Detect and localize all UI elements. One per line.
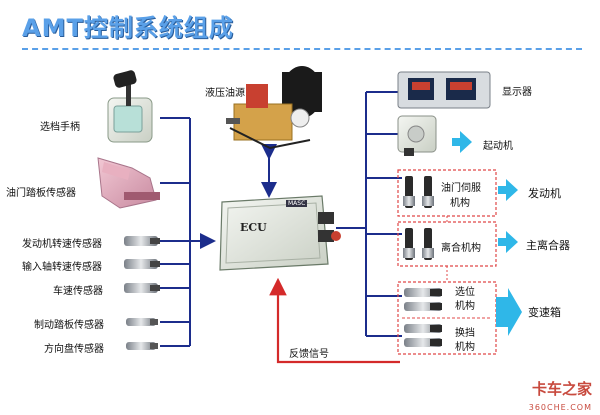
starter-box-icon <box>397 115 437 156</box>
clutch-valves <box>403 228 434 260</box>
engine-arrow <box>498 179 518 201</box>
diagram-title: AMT控制系统组成 <box>22 14 234 42</box>
output-arrows <box>452 131 522 336</box>
display-icon <box>397 71 491 109</box>
label-select-2: 机构 <box>455 301 475 312</box>
input-bus <box>160 117 216 347</box>
label-throttle-servo-1: 油门伺服 <box>441 183 481 194</box>
title-separator <box>22 48 582 50</box>
label-throttle-sensor: 油门踏板传感器 <box>6 188 76 199</box>
starter-arrow <box>452 131 472 153</box>
label-select-1: 选位 <box>455 287 475 298</box>
label-steering-sensor: 方向盘传感器 <box>44 344 104 355</box>
sensor-engine-speed-icon <box>124 236 160 246</box>
shift-valves <box>404 324 442 347</box>
throttle-pedal-icon <box>97 157 160 209</box>
label-shift-2: 机构 <box>455 342 475 353</box>
ecu-label: ECU <box>240 221 267 234</box>
watermark-logo: 卡车之家 <box>531 380 592 398</box>
label-feedback: 反馈信号 <box>289 349 329 360</box>
label-gearbox: 变速箱 <box>528 306 561 319</box>
label-gear-handle: 选档手柄 <box>40 122 80 133</box>
throttle-servo-valves <box>403 176 434 208</box>
label-starter: 起动机 <box>483 141 513 152</box>
select-valves <box>404 288 442 311</box>
gear-handle-icon <box>107 70 153 143</box>
gearbox-arrow <box>496 288 522 336</box>
label-clutch-mechanism: 离合机构 <box>441 243 481 254</box>
label-engine: 发动机 <box>528 187 561 200</box>
clutch-arrow <box>498 231 518 253</box>
label-hydraulic: 液压油源 <box>205 88 245 99</box>
ecu-tag: MASC <box>286 200 308 207</box>
label-engine-speed-sensor: 发动机转速传感器 <box>22 239 102 250</box>
label-vehicle-speed-sensor: 车速传感器 <box>53 286 103 297</box>
sensor-steering-icon <box>126 342 158 350</box>
output-bus <box>336 91 402 337</box>
label-input-shaft-sensor: 输入轴转速传感器 <box>22 262 102 273</box>
label-main-clutch: 主离合器 <box>526 239 570 252</box>
sensor-vehicle-speed-icon <box>124 283 160 293</box>
ecu-unit-icon <box>219 195 341 271</box>
label-display: 显示器 <box>502 87 532 98</box>
hydraulic-pump-icon <box>226 66 322 150</box>
sensor-brake-icon <box>126 318 158 326</box>
label-brake-sensor: 制动踏板传感器 <box>34 320 104 331</box>
label-shift-1: 换挡 <box>455 328 475 339</box>
sensor-input-shaft-icon <box>124 259 160 269</box>
feedback-loop <box>269 277 400 364</box>
watermark-url: 360CHE.COM <box>528 403 592 412</box>
label-throttle-servo-2: 机构 <box>450 198 470 209</box>
